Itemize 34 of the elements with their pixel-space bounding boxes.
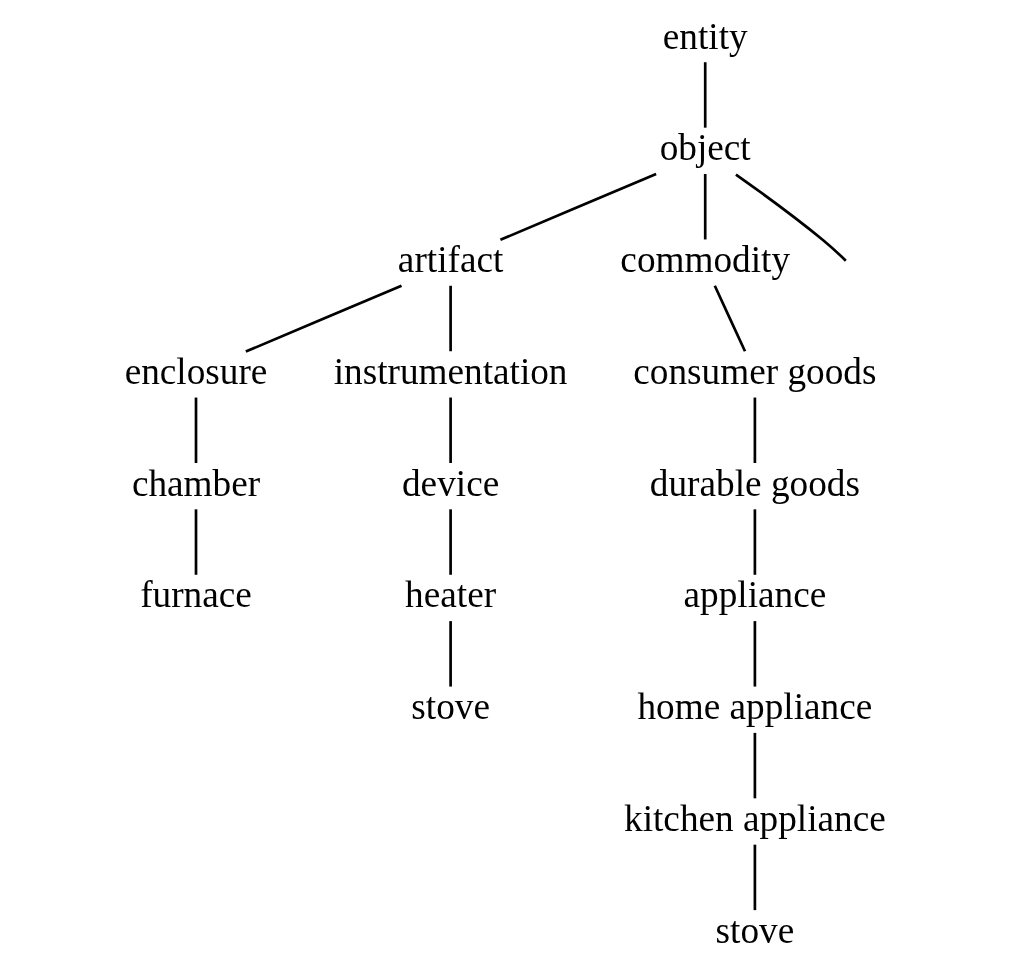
node-text: instrumentation: [333, 350, 568, 392]
node-text: device: [401, 462, 499, 504]
connector: [703, 62, 707, 128]
node-text: entity: [662, 15, 748, 57]
node-text: commodity: [619, 239, 790, 281]
connector: [244, 284, 402, 353]
connector: [448, 285, 452, 352]
connector: [753, 509, 756, 575]
node-text: heater: [404, 574, 496, 616]
connector: [753, 844, 756, 911]
node-text: stove: [410, 686, 490, 728]
node-text: home appliance: [637, 686, 872, 728]
node-text: kitchen appliance: [623, 797, 886, 839]
node-text: durable goods: [649, 462, 860, 504]
node-text: stove: [715, 909, 794, 951]
connector: [753, 621, 756, 687]
connector: [753, 732, 756, 799]
connector: [713, 285, 746, 352]
connector: [753, 397, 756, 463]
node-text: enclosure: [124, 350, 267, 392]
connector: [448, 509, 452, 575]
node-text: appliance: [683, 574, 826, 616]
connector: [194, 509, 197, 575]
connector: [499, 172, 657, 242]
node-text: chamber: [131, 462, 260, 504]
connector: [703, 174, 707, 240]
connector: [448, 397, 452, 463]
node-text: furnace: [139, 574, 252, 616]
connector: [448, 621, 452, 687]
connector: [194, 397, 197, 463]
node-text: consumer goods: [632, 350, 876, 392]
connector: [734, 173, 847, 262]
node-text: object: [659, 127, 751, 169]
node-text: artifact: [397, 239, 503, 281]
